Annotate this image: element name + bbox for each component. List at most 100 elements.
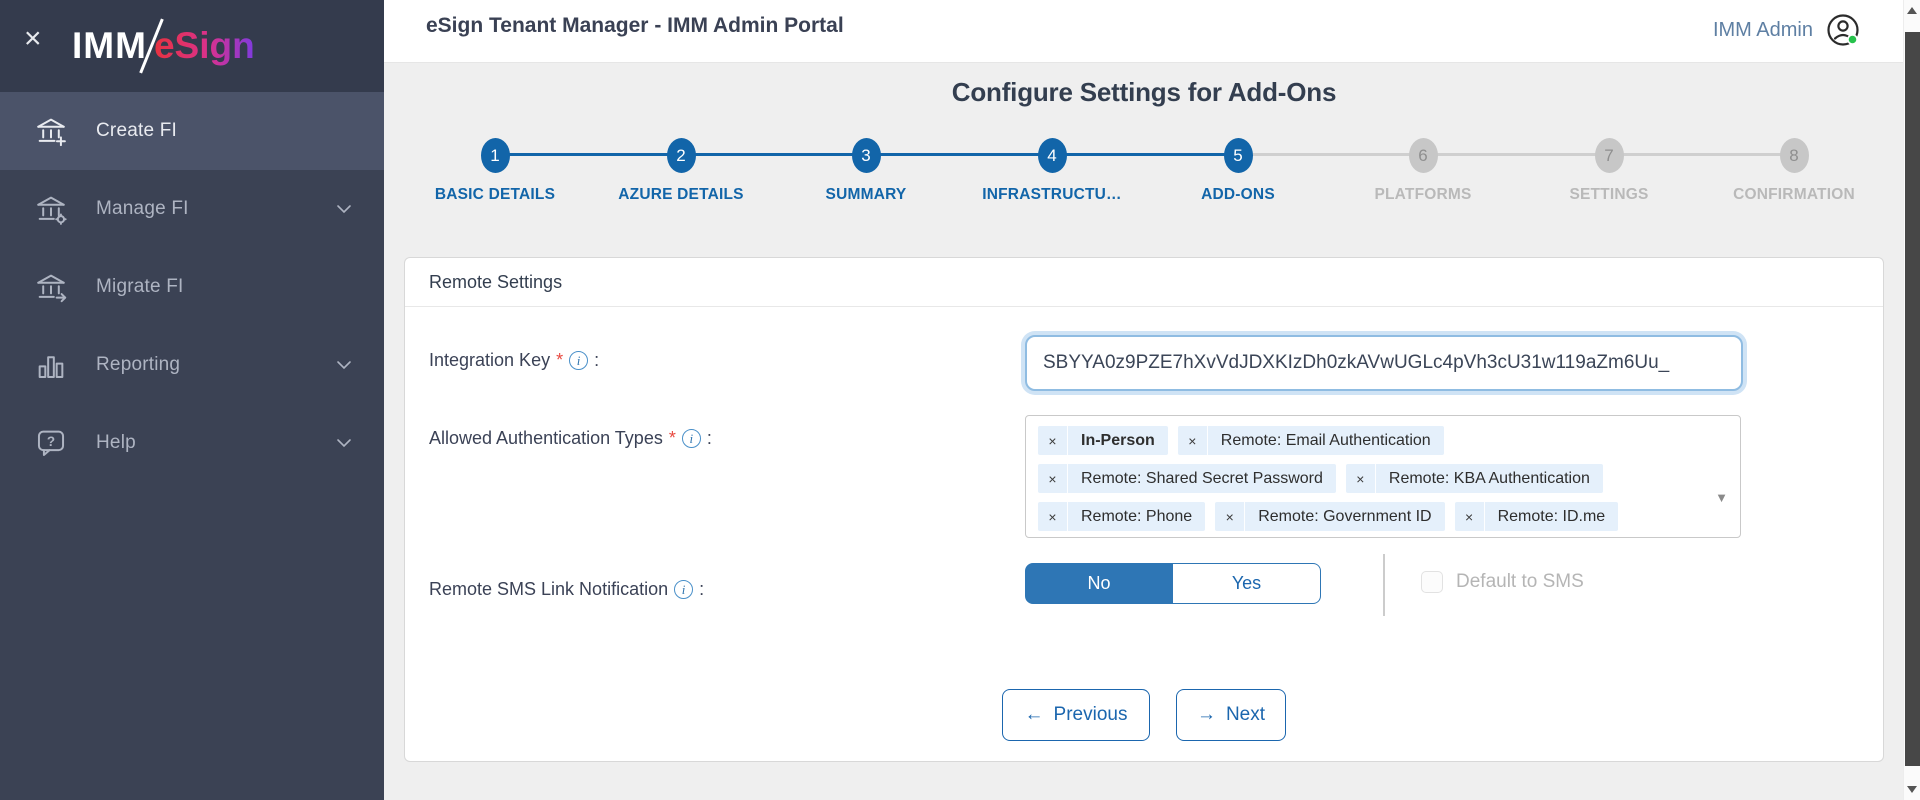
help-bubble-icon: ? [34, 426, 68, 460]
dropdown-caret-icon[interactable]: ▼ [1715, 490, 1728, 505]
scroll-up-icon[interactable] [1907, 7, 1917, 14]
step-label: BASIC DETAILS [434, 186, 556, 203]
sidebar-item-label: Help [96, 432, 136, 453]
step-confirmation[interactable]: 8 CONFIRMATION [1708, 138, 1880, 204]
tag-label: Remote: Email Authentication [1220, 431, 1431, 449]
step-circle: 4 [1037, 138, 1067, 173]
logo-esign-text: eSign [153, 25, 255, 66]
chevron-down-icon [336, 204, 352, 214]
tag-remote-phone: × Remote: Phone [1038, 502, 1206, 531]
step-basic-details[interactable]: 1 BASIC DETAILS [409, 138, 581, 204]
chevron-down-icon [336, 360, 352, 370]
step-summary[interactable]: 3 SUMMARY [780, 138, 952, 204]
sidebar-item-label: Reporting [96, 354, 181, 375]
label-text: Remote SMS Link Notification [429, 579, 669, 599]
label-colon: : [706, 428, 712, 448]
page-title: eSign Tenant Manager - IMM Admin Portal [426, 14, 844, 37]
step-label: CONFIRMATION [1733, 186, 1855, 203]
wizard-stepper: 1 BASIC DETAILS 2 AZURE DETAILS 3 SUMMAR… [384, 63, 1903, 223]
tag-label: In-Person [1081, 431, 1155, 449]
info-icon[interactable]: i [674, 580, 694, 599]
tag-label: Remote: Shared Secret Password [1081, 469, 1323, 487]
scroll-down-icon[interactable] [1907, 786, 1917, 793]
user-name: IMM Admin [1712, 18, 1813, 41]
step-circle: 8 [1779, 138, 1809, 173]
tag-label: Remote: ID.me [1497, 507, 1606, 525]
info-icon[interactable]: i [569, 351, 589, 370]
label-colon: : [594, 350, 600, 370]
sidebar-item-help[interactable]: ? Help [0, 404, 384, 482]
user-menu[interactable]: IMM Admin [1713, 12, 1861, 48]
sms-toggle-yes[interactable]: Yes [1173, 563, 1321, 604]
stepper-track-remaining [1237, 153, 1794, 156]
tag-remote-kba: × Remote: KBA Authentication [1345, 464, 1603, 493]
sidebar-item-migrate-fi[interactable]: Migrate FI [0, 248, 384, 326]
tag-remote-idme: × Remote: ID.me [1454, 502, 1619, 531]
label-text: Integration Key [429, 350, 551, 370]
auth-types-multiselect[interactable]: × In-Person × Remote: Email Authenticati… [1025, 415, 1741, 538]
remove-tag-icon[interactable]: × [1038, 464, 1068, 493]
tag-row: × Remote: Shared Secret Password × Remot… [1038, 464, 1700, 493]
main-area: eSign Tenant Manager - IMM Admin Portal … [384, 0, 1903, 800]
vertical-scrollbar[interactable] [1903, 0, 1920, 800]
label-colon: : [699, 579, 705, 599]
step-label: AZURE DETAILS [618, 186, 744, 203]
next-button-label: Next [1225, 704, 1266, 725]
tag-label: Remote: Government ID [1258, 507, 1432, 525]
tag-remote-shared-secret: × Remote: Shared Secret Password [1038, 464, 1336, 493]
step-add-ons[interactable]: 5 ADD-ONS [1152, 138, 1324, 204]
tag-label: Remote: KBA Authentication [1388, 469, 1590, 487]
sidebar-item-create-fi[interactable]: Create FI [0, 92, 384, 170]
integration-key-input[interactable] [1025, 335, 1743, 391]
remove-tag-icon[interactable]: × [1178, 426, 1208, 455]
step-azure-details[interactable]: 2 AZURE DETAILS [595, 138, 767, 204]
step-platforms[interactable]: 6 PLATFORMS [1337, 138, 1509, 204]
step-infrastructure[interactable]: 4 INFRASTRUCTU… [966, 138, 1138, 204]
auth-types-label: Allowed Authentication Types * i : [429, 428, 712, 449]
remove-tag-icon[interactable]: × [1215, 502, 1246, 531]
wizard-title: Configure Settings for Add-Ons [951, 77, 1337, 107]
remove-tag-icon[interactable]: × [1346, 464, 1376, 493]
next-button[interactable]: → Next [1176, 689, 1286, 741]
default-to-sms-checkbox[interactable] [1421, 571, 1443, 593]
wizard-nav-buttons: ← Previous → Next [405, 689, 1883, 741]
right-arrow-icon: → [1196, 704, 1216, 725]
avatar[interactable] [1825, 12, 1861, 48]
remove-tag-icon[interactable]: × [1455, 502, 1485, 531]
scrollbar-thumb[interactable] [1905, 32, 1920, 766]
step-circle: 7 [1594, 138, 1624, 173]
remove-tag-icon[interactable]: × [1038, 502, 1068, 531]
imm-esign-logo: IMM eSign [72, 17, 255, 75]
sidebar-item-manage-fi[interactable]: Manage FI [0, 170, 384, 248]
sidebar-item-label: Migrate FI [96, 276, 184, 297]
tag-row: × Remote: Phone × Remote: Government ID … [1038, 502, 1700, 531]
sidebar-close-icon[interactable]: × [24, 22, 42, 55]
top-header: eSign Tenant Manager - IMM Admin Portal … [384, 0, 1903, 63]
step-circle: 1 [480, 138, 510, 173]
svg-text:?: ? [47, 434, 55, 449]
bar-chart-icon [34, 348, 68, 382]
logo-imm-text: IMM [72, 25, 147, 66]
sidebar: × IMM eSign Create FI [0, 0, 384, 800]
step-settings[interactable]: 7 SETTINGS [1523, 138, 1695, 204]
previous-button[interactable]: ← Previous [1002, 689, 1150, 741]
remote-settings-card: Remote Settings Integration Key * i : Al… [404, 257, 1884, 762]
bank-plus-icon [34, 114, 68, 148]
sms-toggle-no[interactable]: No [1025, 563, 1173, 604]
info-icon[interactable]: i [681, 429, 701, 448]
sidebar-item-label: Manage FI [96, 198, 189, 219]
previous-button-label: Previous [1053, 704, 1128, 725]
sidebar-logo-row: × IMM eSign [0, 0, 384, 92]
card-title: Remote Settings [429, 271, 563, 292]
default-to-sms-field: Default to SMS [1421, 571, 1584, 593]
vertical-divider [1383, 554, 1385, 616]
bank-arrow-icon [34, 270, 68, 304]
remove-tag-icon[interactable]: × [1038, 426, 1068, 455]
integration-key-label: Integration Key * i : [429, 350, 599, 371]
required-marker: * [668, 428, 676, 448]
tag-row: × In-Person × Remote: Email Authenticati… [1038, 426, 1700, 455]
step-circle: 5 [1223, 138, 1253, 173]
step-label: ADD-ONS [1201, 186, 1275, 203]
sidebar-item-reporting[interactable]: Reporting [0, 326, 384, 404]
